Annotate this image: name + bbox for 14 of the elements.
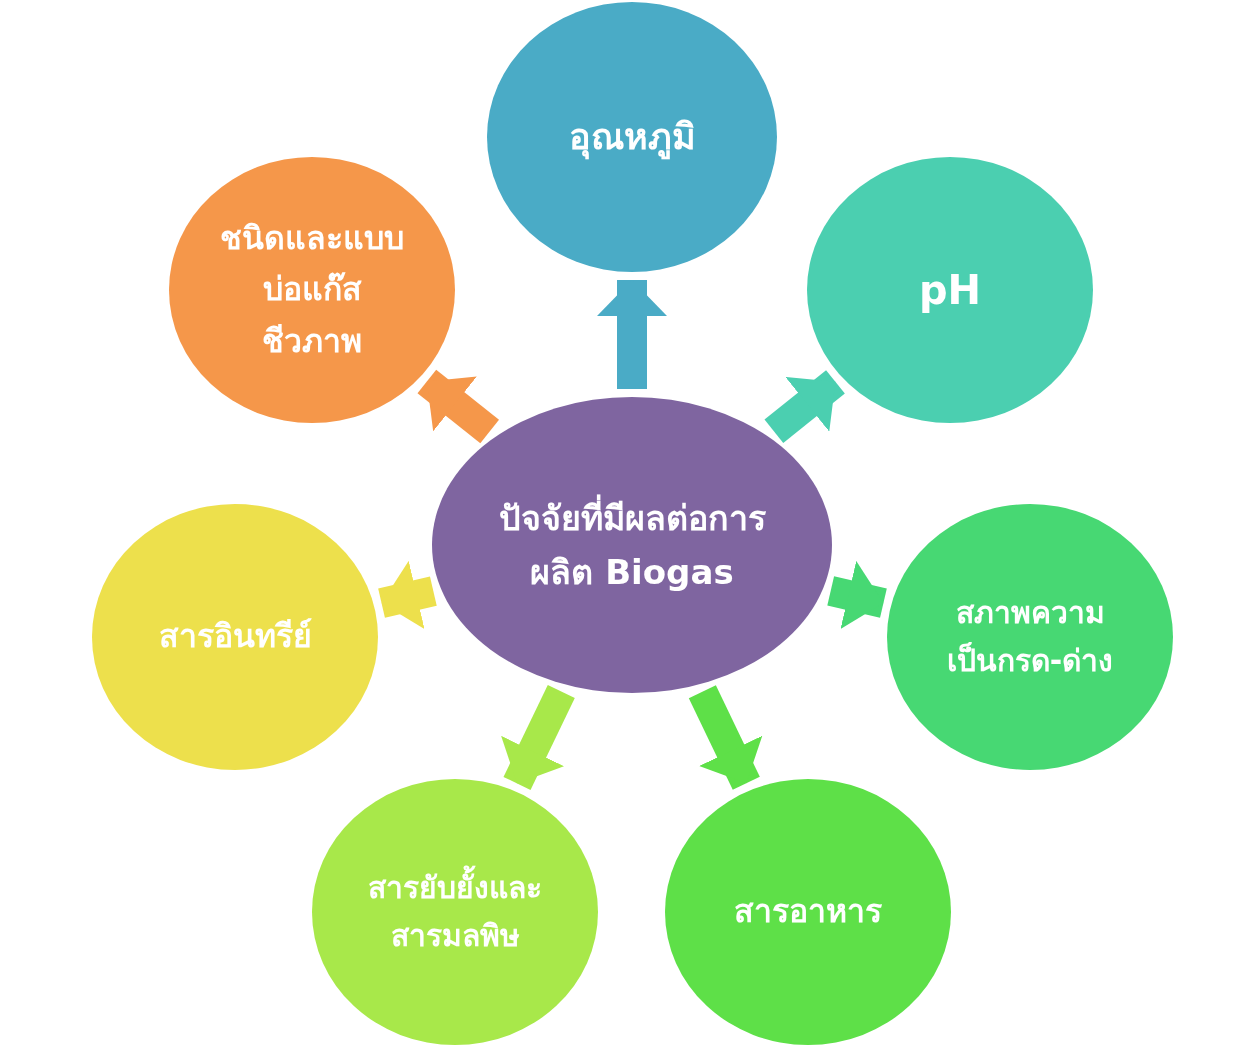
block-arrow [764,370,845,443]
node-label: สารยับยั้งและสารมลพิษ [350,864,560,960]
node-label: สารอาหาร [734,891,882,933]
block-arrow [827,560,887,630]
node-label: สารอินทรีย์ [158,616,312,658]
node-label: pH [918,266,982,315]
node-label: ปัจจัยที่มีผลต่อการผลิต Biogas [482,490,782,600]
node-label: ชนิดและแบบบ่อแก๊สชีวภาพ [219,218,405,362]
node-label: อุณหภูมิ [568,115,696,162]
node-label: สภาพความเป็นกรด-ด่าง [945,594,1115,680]
block-arrow [501,685,575,790]
block-arrow [597,280,667,389]
block-arrow [378,560,437,629]
block-arrow [688,685,763,790]
